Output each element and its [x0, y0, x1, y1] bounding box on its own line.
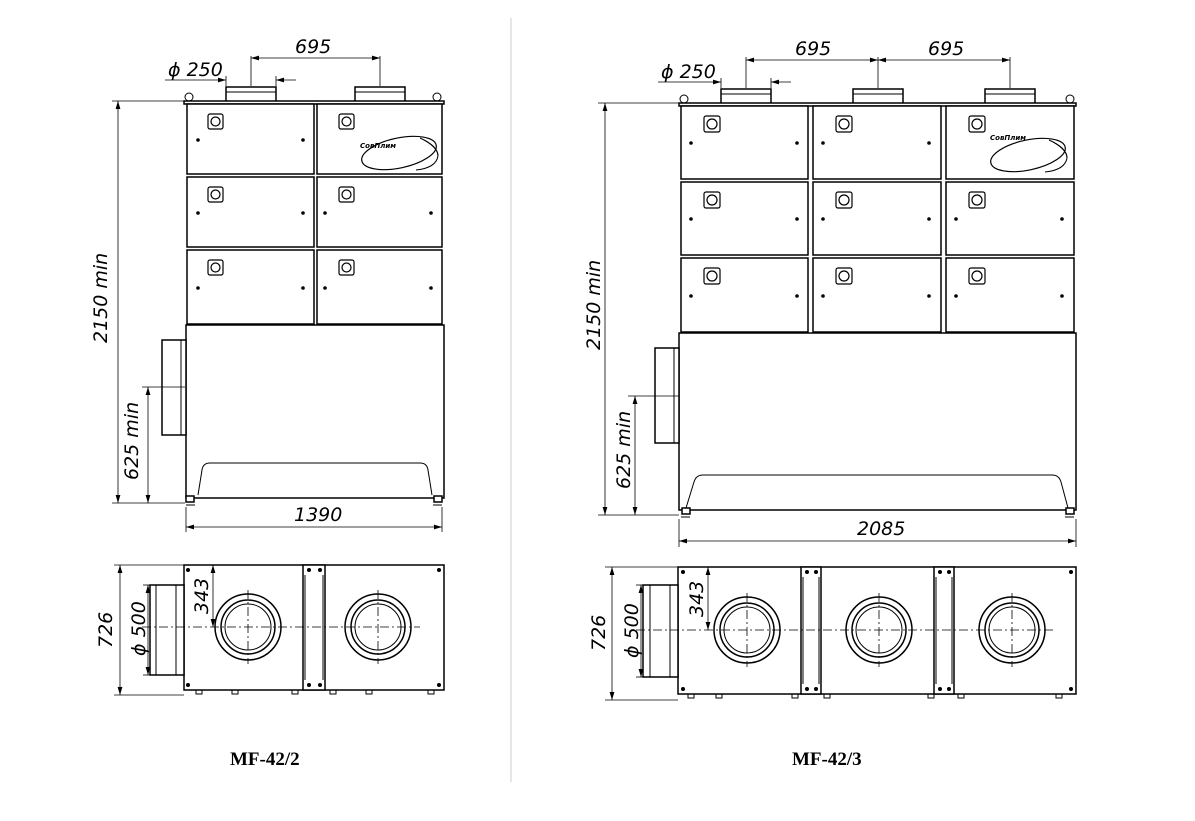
module-latches — [703, 115, 986, 285]
dim-inlet-height: 625 min — [121, 402, 143, 480]
lifting-eye-icon — [432, 92, 442, 102]
dim-pipe-spacing: 695 — [928, 38, 964, 60]
dim-width: 2085 — [857, 518, 905, 540]
brand-logo: СовПлим — [990, 134, 1068, 173]
top-dimensions: 726 ϕ 500 343 — [588, 566, 711, 701]
dim-pipe-spacing: 695 — [295, 36, 331, 58]
exhaust-pipe — [984, 88, 1036, 105]
front-dimensions: 695 695 ϕ 250 2150 min 625 min 2085 — [583, 38, 1077, 547]
dim-inlet-height: 625 min — [613, 411, 635, 489]
lifting-eye-icon — [184, 92, 194, 102]
brand-logo: СовПлим — [360, 135, 439, 171]
front-view: СовПлим — [654, 88, 1077, 518]
svg-text:СовПлим: СовПлим — [990, 134, 1026, 142]
exhaust-pipe — [225, 86, 277, 103]
lifting-eye-icon — [1065, 94, 1075, 104]
dim-depth: 726 — [588, 615, 610, 651]
unit-title: MF-42/2 — [230, 749, 300, 770]
dim-pipe-diameter: ϕ 250 — [168, 59, 223, 81]
dim-height: 2150 min — [583, 260, 605, 350]
exhaust-pipe — [852, 88, 904, 105]
top-view — [142, 564, 445, 695]
top-dimensions: 726 ϕ 500 343 — [95, 564, 216, 696]
dim-pipe-diameter: ϕ 250 — [661, 61, 716, 83]
unit-mf-42-2: СовПлим 695 ϕ 250 — [90, 36, 445, 770]
exhaust-pipe — [720, 88, 772, 105]
front-dimensions: 695 ϕ 250 2150 min 625 min 1390 — [90, 36, 443, 532]
module-latches — [207, 113, 355, 276]
exhaust-pipe — [354, 86, 406, 103]
unit-title: MF-42/3 — [792, 749, 862, 770]
dim-inlet-diameter: ϕ 500 — [128, 601, 150, 656]
dim-depth: 726 — [95, 612, 117, 648]
unit-mf-42-3: СовПлим 695 695 ϕ 250 — [583, 38, 1077, 770]
dim-inlet-offset: 343 — [191, 578, 213, 614]
front-view: СовПлим — [161, 86, 445, 506]
svg-text:СовПлим: СовПлим — [360, 142, 396, 150]
dim-inlet-offset: 343 — [686, 581, 708, 617]
lifting-eye-icon — [679, 94, 689, 104]
dim-inlet-diameter: ϕ 500 — [621, 603, 643, 658]
dim-height: 2150 min — [90, 253, 112, 343]
dim-pipe-spacing: 695 — [795, 38, 831, 60]
dim-width: 1390 — [294, 504, 342, 526]
top-view — [636, 566, 1077, 699]
